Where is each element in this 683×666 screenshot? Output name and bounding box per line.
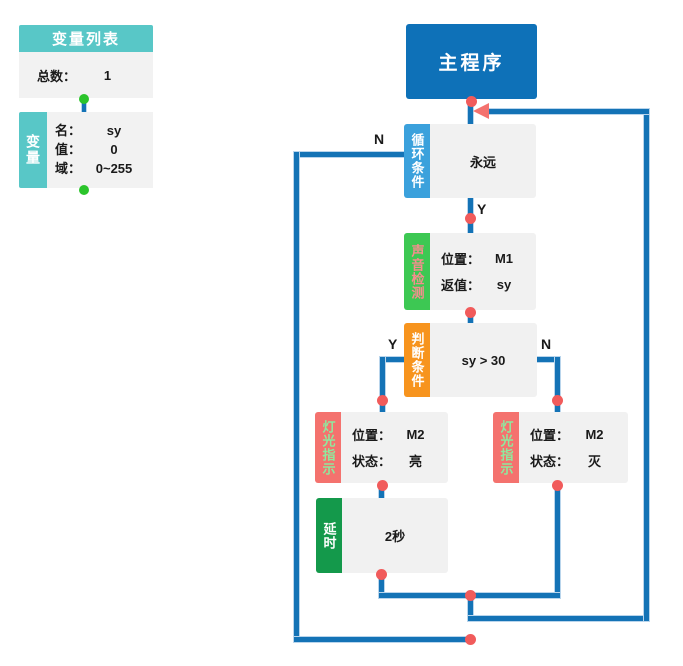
wire-delay-down — [379, 572, 384, 598]
sound-position-row: 位置： M1 — [430, 249, 536, 268]
loop-branch-y-label: Y — [477, 201, 487, 217]
light-on-position-value: M2 — [406, 427, 425, 442]
light-indicator-off-tag-label: 灯光指示 — [498, 419, 514, 476]
light-off-state-row: 状态： 灭 — [519, 451, 628, 470]
judge-condition-body: sy > 30 — [430, 323, 537, 397]
variable-range-row: 域： 0~255 — [55, 160, 153, 178]
variable-total-label: 总数： — [37, 68, 77, 84]
sound-return-value: sy — [496, 277, 512, 292]
judge-condition-expression: sy > 30 — [461, 352, 506, 368]
connection-dot-sound-out[interactable] — [465, 307, 476, 318]
wire-end-horizontal — [294, 637, 471, 642]
light-indicator-on-tag-label: 灯光指示 — [320, 419, 336, 476]
light-on-state-label: 状态： — [352, 454, 392, 469]
wire-left-vertical — [294, 152, 299, 642]
variable-block-tag[interactable]: 变量 — [19, 112, 47, 188]
variable-name-label: 名： — [55, 123, 82, 138]
light-off-position-value: M2 — [585, 427, 604, 442]
delay-body: 2秒 — [342, 498, 448, 573]
light-on-position-row: 位置： M2 — [341, 425, 448, 444]
loop-condition-body: 永远 — [430, 124, 536, 198]
judge-condition-block[interactable]: 判断条件 sy > 30 — [404, 323, 537, 397]
variable-list-header[interactable]: 变量列表 — [19, 25, 153, 52]
sound-position-label: 位置： — [441, 252, 481, 267]
delay-tag-label: 延时 — [321, 521, 337, 550]
light-on-state-value: 亮 — [409, 454, 423, 469]
wire-lightoff-down — [555, 482, 560, 598]
loopback-arrow-icon — [473, 103, 489, 119]
variable-name-value: sy — [106, 123, 122, 138]
wire-judge-y-horizontal — [380, 357, 406, 362]
connection-dot-delay-out[interactable] — [376, 569, 387, 580]
delay-block[interactable]: 延时 2秒 — [316, 498, 448, 573]
wire-main-to-loop — [468, 99, 473, 125]
light-off-position-label: 位置： — [530, 428, 570, 443]
variable-range-label: 域： — [55, 161, 82, 176]
loop-branch-n-label: N — [374, 131, 385, 147]
sound-detection-body: 位置： M1 返值： sy — [430, 233, 536, 310]
sound-detection-block[interactable]: 声音检测 位置： M1 返值： sy — [404, 233, 536, 310]
connection-dot-lightoff-in[interactable] — [552, 395, 563, 406]
wire-bottom-horizontal — [468, 616, 649, 621]
wire-judge-n-vertical — [555, 357, 560, 413]
connection-dot-merge-junction[interactable] — [465, 590, 476, 601]
sound-return-row: 返值： sy — [430, 275, 536, 294]
main-program-label: 主程序 — [438, 53, 505, 74]
wire-judge-n-horizontal — [536, 357, 560, 362]
connection-dot-lighton-in[interactable] — [377, 395, 388, 406]
variable-total-row: 总数： 1 — [19, 52, 153, 98]
light-indicator-on-block[interactable]: 灯光指示 位置： M2 状态： 亮 — [315, 412, 448, 483]
light-indicator-off-block[interactable]: 灯光指示 位置： M2 状态： 灭 — [493, 412, 628, 483]
variable-tag-label: 变量 — [25, 134, 41, 166]
variable-range-value: 0~255 — [95, 161, 133, 176]
sound-return-label: 返值： — [441, 278, 481, 293]
wire-junction-vertical — [468, 593, 473, 621]
variable-total-value: 1 — [103, 67, 112, 83]
delay-value: 2秒 — [384, 529, 406, 544]
sound-detection-tag-label: 声音检测 — [409, 243, 425, 300]
variable-connector-dot-bottom[interactable] — [79, 185, 89, 195]
wire-loopback-right-vertical — [644, 109, 649, 621]
delay-tag: 延时 — [316, 498, 342, 573]
loop-condition-tag: 循环条件 — [404, 124, 430, 198]
light-on-position-label: 位置： — [352, 428, 392, 443]
connection-dot-lightoff-out[interactable] — [552, 480, 563, 491]
wire-variable-connector — [82, 99, 86, 113]
judge-condition-tag: 判断条件 — [404, 323, 430, 397]
variable-value-row: 值： 0 — [55, 141, 153, 159]
variable-block-body[interactable]: 名： sy 值： 0 域： 0~255 — [47, 112, 153, 188]
light-indicator-off-body: 位置： M2 状态： 灭 — [519, 412, 628, 483]
connection-dot-loop-out[interactable] — [465, 213, 476, 224]
variable-name-row: 名： sy — [55, 122, 153, 140]
judge-condition-tag-label: 判断条件 — [409, 332, 425, 388]
judge-branch-n-label: N — [541, 336, 552, 352]
light-indicator-off-tag: 灯光指示 — [493, 412, 519, 483]
variable-value-label: 值： — [55, 142, 82, 157]
light-indicator-on-body: 位置： M2 状态： 亮 — [341, 412, 448, 483]
variable-connector-dot-top[interactable] — [79, 94, 89, 104]
loop-condition-block[interactable]: 循环条件 永远 — [404, 124, 536, 198]
loop-condition-value: 永远 — [469, 154, 496, 170]
judge-branch-y-label: Y — [388, 336, 398, 352]
sound-detection-tag: 声音检测 — [404, 233, 430, 310]
variable-list-title: 变量列表 — [51, 31, 120, 48]
wire-loopback-top-horizontal — [486, 109, 649, 114]
light-off-state-value: 灭 — [588, 454, 602, 469]
light-indicator-on-tag: 灯光指示 — [315, 412, 341, 483]
sound-position-value: M1 — [494, 251, 514, 266]
main-program-block[interactable]: 主程序 — [406, 24, 537, 99]
wire-judge-y-vertical — [380, 357, 385, 413]
connection-dot-end[interactable] — [465, 634, 476, 645]
light-on-state-row: 状态： 亮 — [341, 451, 448, 470]
light-off-position-row: 位置： M2 — [519, 425, 628, 444]
connection-dot-main-out[interactable] — [466, 96, 477, 107]
loop-condition-tag-label: 循环条件 — [409, 133, 425, 189]
connection-dot-lighton-out[interactable] — [377, 480, 388, 491]
wire-loop-n-horizontal — [294, 152, 406, 157]
variable-value-value: 0 — [110, 142, 118, 157]
light-off-state-label: 状态： — [530, 454, 570, 469]
